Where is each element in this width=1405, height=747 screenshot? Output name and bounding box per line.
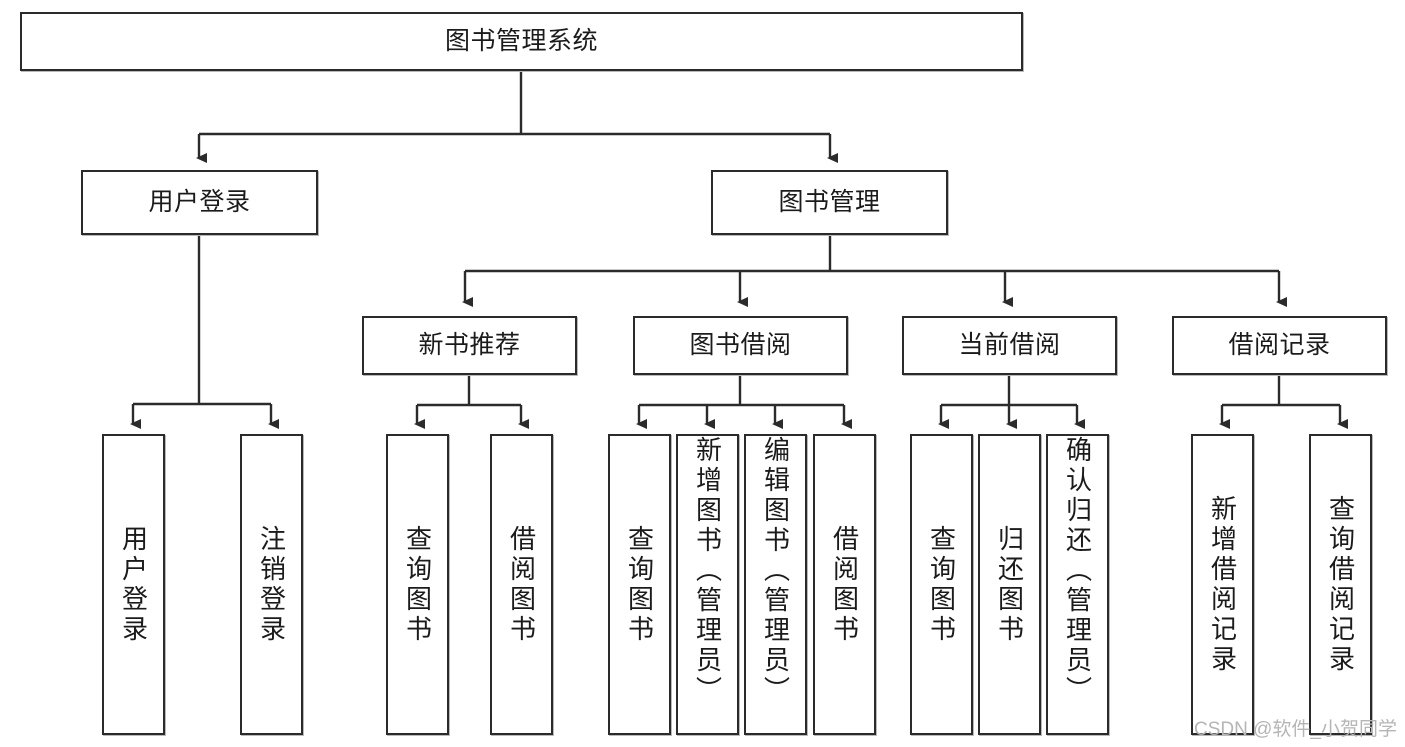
leaf-record-add-record[interactable]: 新增借阅记录 [1191, 434, 1254, 735]
node-book-management[interactable]: 图书管理 [711, 170, 948, 235]
leaf-current-confirm-return-admin[interactable]: 确认归还（管理员） [1046, 434, 1109, 735]
node-label: 编辑图书（管理员） [760, 436, 791, 706]
node-new-book-recommend[interactable]: 新书推荐 [362, 316, 577, 375]
node-label: 归还图书 [994, 524, 1025, 645]
node-label: 图书管理 [778, 188, 881, 217]
leaf-new-book-borrow[interactable]: 借阅图书 [490, 434, 553, 735]
node-label: 查询借阅记录 [1325, 494, 1356, 675]
leaf-user-login-signin[interactable]: 用户登录 [102, 434, 165, 735]
node-label: 注销登录 [256, 524, 287, 645]
leaf-borrow-query-book[interactable]: 查询图书 [608, 434, 671, 735]
node-label: 当前借阅 [958, 331, 1061, 360]
node-label: 查询图书 [926, 524, 957, 645]
leaf-borrow-add-book-admin[interactable]: 新增图书（管理员） [676, 434, 739, 735]
node-user-login[interactable]: 用户登录 [81, 170, 318, 235]
node-label: 查询图书 [402, 524, 433, 645]
leaf-borrow-edit-book-admin[interactable]: 编辑图书（管理员） [744, 434, 807, 735]
node-root-system[interactable]: 图书管理系统 [20, 12, 1023, 71]
node-label: 查询图书 [624, 524, 655, 645]
node-label: 借阅记录 [1228, 331, 1331, 360]
node-label: 图书借阅 [689, 331, 792, 360]
node-book-borrow[interactable]: 图书借阅 [633, 316, 848, 375]
leaf-current-query-book[interactable]: 查询图书 [910, 434, 973, 735]
node-label: 图书管理系统 [444, 27, 598, 56]
node-label: 新书推荐 [418, 331, 521, 360]
leaf-borrow-borrow-book[interactable]: 借阅图书 [813, 434, 876, 735]
leaf-record-query-record[interactable]: 查询借阅记录 [1309, 434, 1372, 735]
leaf-current-return-book[interactable]: 归还图书 [978, 434, 1041, 735]
node-label: 用户登录 [118, 524, 149, 645]
node-label: 用户登录 [148, 188, 251, 217]
node-label: 借阅图书 [506, 524, 537, 645]
leaf-new-book-query[interactable]: 查询图书 [386, 434, 449, 735]
node-borrow-record[interactable]: 借阅记录 [1172, 316, 1387, 375]
node-current-borrow[interactable]: 当前借阅 [902, 316, 1117, 375]
watermark-text: CSDN @软件_小贺同学 [1194, 719, 1397, 740]
node-label: 新增图书（管理员） [692, 436, 723, 706]
node-label: 新增借阅记录 [1207, 494, 1238, 675]
node-label: 确认归还（管理员） [1062, 436, 1093, 706]
node-label: 借阅图书 [829, 524, 860, 645]
leaf-user-login-signout[interactable]: 注销登录 [240, 434, 303, 735]
